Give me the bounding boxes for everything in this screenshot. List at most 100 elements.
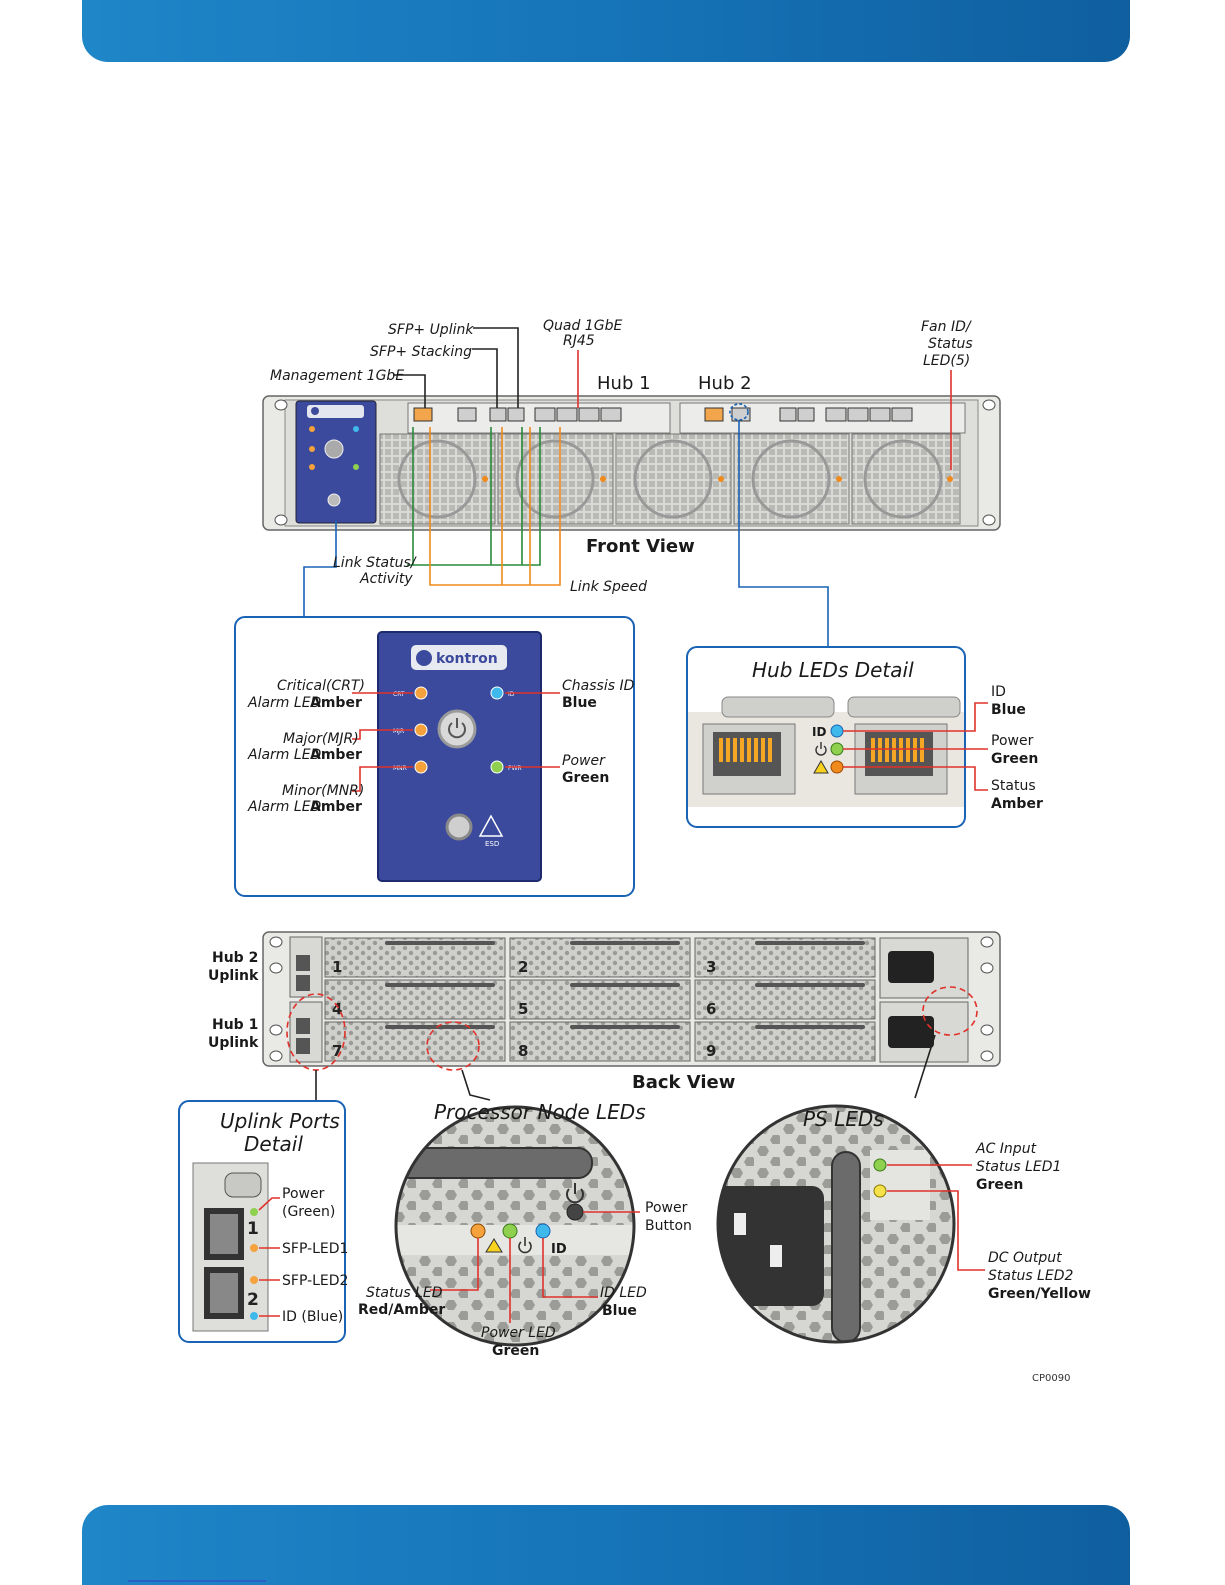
ps-leds-title: PS LEDs [803,1107,884,1131]
status-led-color: Red/Amber [358,1302,445,1318]
ps-led-art [716,1104,956,1344]
label-major-1: Major(MJR) [283,731,359,747]
label-major-color: Amber [310,747,362,763]
callout-sfp-stacking: SFP+ Stacking [370,344,472,360]
hub-status-label: Status [991,778,1036,794]
label-power-color: Green [562,770,609,786]
callout-fan-1: Fan ID/ [921,319,972,335]
esd-jack-icon [445,813,473,841]
label-major-2: Alarm LED [247,747,322,763]
slot-6: 6 [706,1000,716,1018]
label-chassis-id: Chassis ID [562,678,635,694]
uplink-title-1: Uplink Ports [220,1109,340,1133]
slot-5: 5 [518,1000,528,1018]
uplink-power-1: Power [282,1186,325,1202]
label-minor-1: Minor(MNR) [282,783,364,799]
hub-leds-art [688,696,964,807]
callout-sfp-uplink: SFP+ Uplink [388,322,474,338]
slot-7: 7 [332,1042,342,1060]
back-hub1-2: Uplink [208,1035,259,1051]
fan-modules [379,433,961,525]
power-led-label: Power LED [481,1325,556,1341]
label-power: Power [562,753,606,769]
slot-1: 1 [332,958,342,976]
led-mnr-tag: MNR [393,765,407,772]
uplink-sfp-led2: SFP-LED2 [282,1273,348,1289]
hub-id-label: ID [991,684,1006,700]
callout-management: Management 1GbE [270,368,404,384]
hub-id-tag: ID [812,725,826,739]
warning-icon [813,760,829,774]
label-critical-2: Alarm LED [247,695,322,711]
label-hub-1: Hub 1 [597,373,651,394]
hub-id-color: Blue [991,702,1026,718]
back-hub1-1: Hub 1 [212,1017,258,1033]
back-hub2-1: Hub 2 [212,950,258,966]
power-button-label-2: Button [645,1218,692,1234]
brand-logo: kontron [436,651,498,667]
status-led-label: Status LED [366,1285,443,1301]
processor-id-tag: ID [551,1242,567,1257]
uplink-power-2: (Green) [282,1204,335,1220]
led-crt-tag: CRT [393,691,405,698]
hub-status-color: Amber [991,796,1043,812]
ps-dc-color: Green/Yellow [988,1286,1091,1302]
hub-power-color: Green [991,751,1038,767]
svg-text:ESD: ESD [485,840,499,848]
power-symbol-icon [815,745,827,756]
uplink-sfp-led1: SFP-LED1 [282,1241,348,1257]
ps-ac-color: Green [976,1177,1023,1193]
esd-warning-icon [478,814,504,837]
hub-power-label: Power [991,733,1034,749]
power-symbol-icon [518,1241,532,1254]
callout-link-status-1: Link Status/ [333,555,417,571]
label-hub-2: Hub 2 [698,373,752,394]
front-view-title: Front View [586,536,695,557]
document-id: CP0090 [1032,1373,1070,1384]
uplink-port-2: 2 [247,1290,259,1310]
power-button-symbol-icon [566,1188,584,1204]
callout-link-status-2: Activity [359,571,413,587]
callout-fan-2: Status [928,336,973,352]
label-critical-1: Critical(CRT) [277,678,365,694]
ps-dc-2: Status LED2 [988,1268,1073,1284]
led-pwr-tag: PWR [508,765,522,772]
back-view-title: Back View [632,1072,735,1093]
callout-fan-3: LED(5) [923,353,970,369]
label-chassis-id-color: Blue [562,695,597,711]
processor-led-art [394,1105,636,1347]
callout-quad-1: Quad 1GbE [543,318,622,334]
front-chassis [262,395,1001,531]
callout-quad-2: RJ45 [563,333,595,349]
power-button-label-1: Power [645,1200,688,1216]
back-hub2-2: Uplink [208,968,259,984]
callout-link-speed: Link Speed [570,579,647,595]
label-critical-color: Amber [310,695,362,711]
warning-icon [485,1238,503,1253]
uplink-art [192,1162,269,1332]
ps-dc-1: DC Output [988,1250,1062,1266]
panel-callout-lines [352,692,560,792]
slot-8: 8 [518,1042,528,1060]
uplink-port-1: 1 [247,1219,259,1239]
ps-ac-1: AC Input [975,1141,1037,1157]
hub-leds-title: Hub LEDs Detail [752,658,914,682]
led-id-tag: ID [508,691,515,698]
slot-2: 2 [518,958,528,976]
uplink-title-2: Detail [244,1132,303,1156]
label-minor-color: Amber [310,799,362,815]
uplink-id-blue: ID (Blue) [282,1309,343,1325]
id-led-label: ID LED [600,1285,647,1301]
power-button-icon [437,709,477,749]
footer-band [82,1505,1130,1585]
processor-leds-title: Processor Node LEDs [434,1100,646,1124]
id-led-color: Blue [602,1303,637,1319]
front-panel-detail: kontron CRT MJR MNR ID PWR ESD [377,631,542,882]
led-mjr-tag: MJR [393,728,404,735]
label-minor-2: Alarm LED [247,799,322,815]
front-callout-lines [303,327,952,646]
power-led-color: Green [492,1343,539,1359]
header-band [82,0,1130,62]
footer-link-underline[interactable] [128,1580,266,1582]
